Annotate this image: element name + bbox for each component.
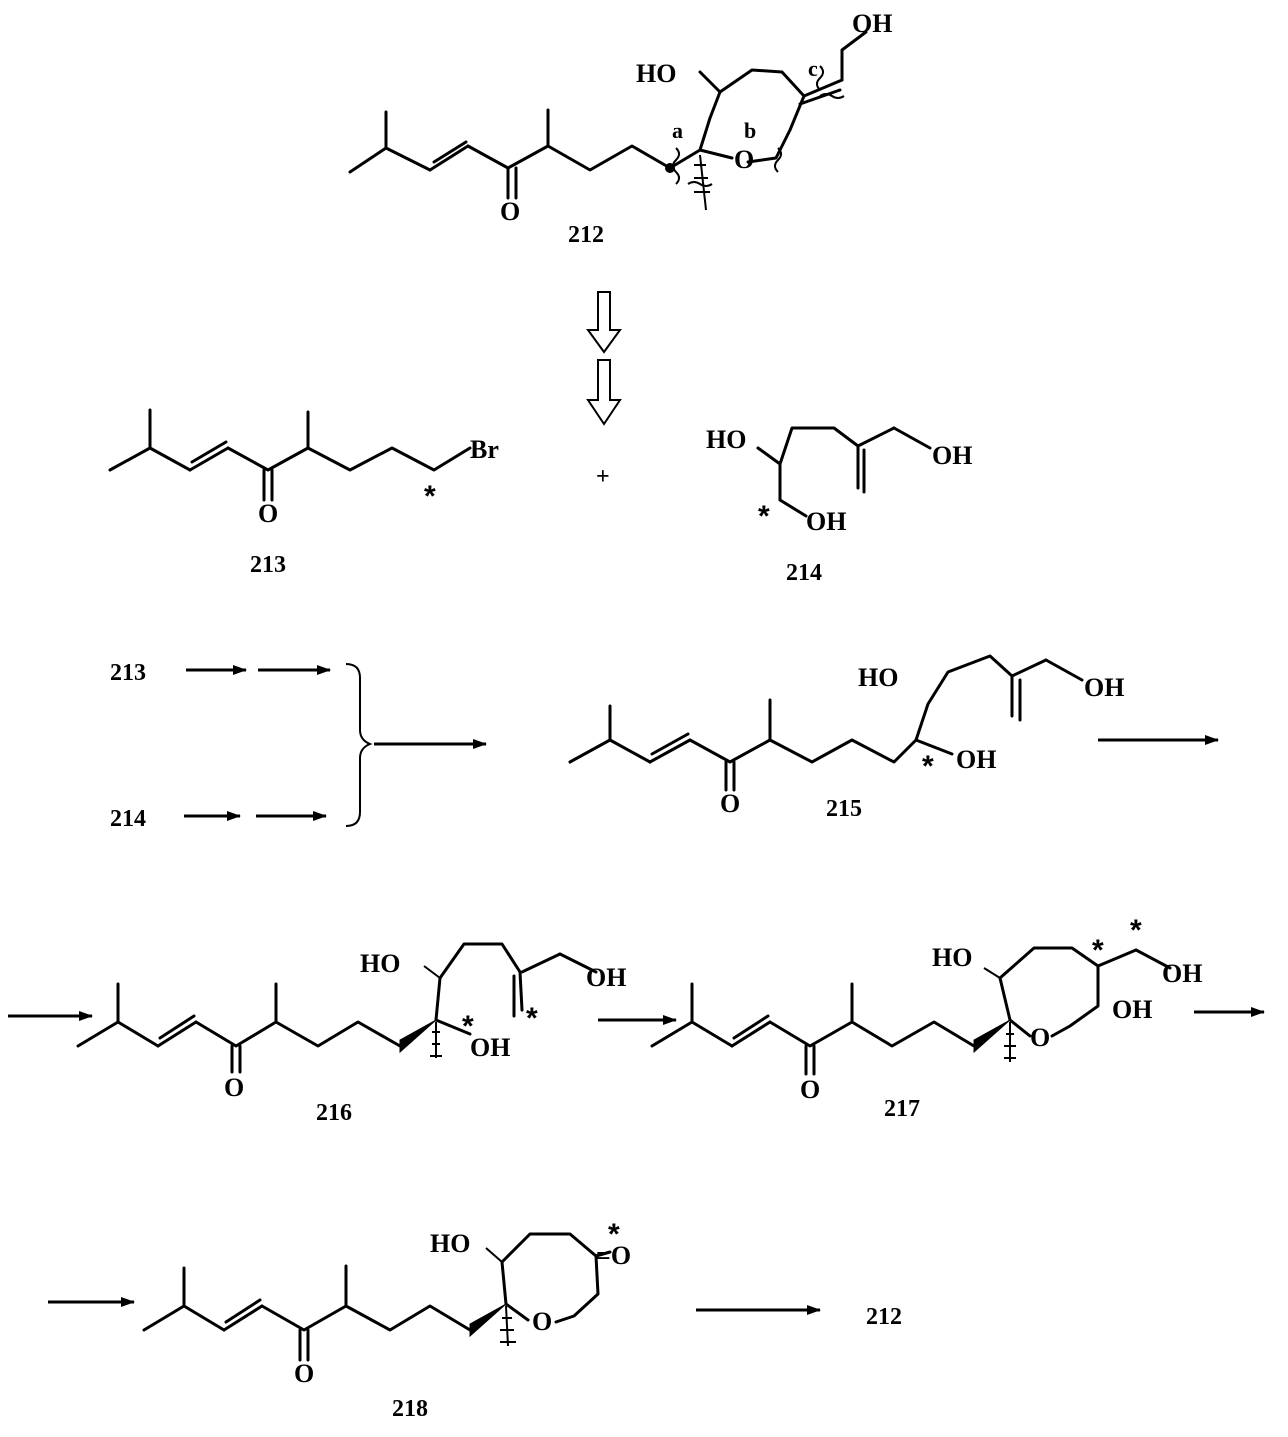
star-marker: * <box>1130 914 1142 947</box>
star-marker: * <box>462 1010 474 1043</box>
atom-oh-bottom: OH <box>956 745 996 774</box>
compound-label: 213 <box>250 552 286 578</box>
atom-ring-o: O <box>734 145 754 174</box>
compound-212: HO OH O O a b c 212 <box>348 9 892 248</box>
bond-mark-c: c <box>808 56 818 81</box>
bond-mark-a: a <box>672 118 683 143</box>
star-marker: * <box>608 1218 620 1251</box>
compound-217: HO OH OH O O * * 217 <box>650 914 1202 1122</box>
atom-ketone-o: O <box>224 1073 244 1102</box>
star-marker: * <box>526 1002 538 1035</box>
atom-br: Br <box>470 435 499 464</box>
compound-218: HO O O =O * 218 <box>142 1218 631 1422</box>
atom-ho: HO <box>430 1229 470 1258</box>
atom-ketone-o: O <box>500 197 520 226</box>
convergent-step: 213 214 <box>110 660 487 832</box>
step-label-214: 214 <box>110 806 146 832</box>
atom-ketone-o: O <box>720 789 740 818</box>
atom-ketone-o: O <box>258 499 278 528</box>
atom-oh-bottom: OH <box>470 1033 510 1062</box>
compound-213: Br O * 213 <box>108 408 499 578</box>
compound-label: 215 <box>826 796 862 822</box>
atom-oh: OH <box>852 9 892 38</box>
atom-ho: HO <box>360 949 400 978</box>
atom-oh-bottom: OH <box>806 507 846 536</box>
compound-214: HO OH OH * 214 <box>706 425 972 586</box>
final-product-label: 212 <box>866 1304 902 1330</box>
compound-label: 214 <box>786 560 822 586</box>
step-label-213: 213 <box>110 660 146 686</box>
atom-ketone-o: O <box>294 1359 314 1388</box>
compound-216: HO OH OH O * * 216 <box>76 942 626 1126</box>
atom-oh-right: OH <box>932 441 972 470</box>
retrosynthetic-arrows <box>586 291 622 426</box>
atom-ho: HO <box>932 943 972 972</box>
atom-oh-right: OH <box>586 963 626 992</box>
atom-ring-o: O <box>532 1307 552 1336</box>
atom-carbonyl-o: =O <box>596 1241 631 1270</box>
star-marker: * <box>1092 934 1104 967</box>
compound-label: 218 <box>392 1396 428 1422</box>
atom-ho: HO <box>706 425 746 454</box>
star-marker: * <box>424 480 436 513</box>
compound-label: 216 <box>316 1100 352 1126</box>
atom-ketone-o: O <box>800 1075 820 1104</box>
compound-label: 212 <box>568 222 604 248</box>
atom-ring-o: O <box>1030 1023 1050 1052</box>
compound-label: 217 <box>884 1096 920 1122</box>
atom-ho: HO <box>858 663 898 692</box>
star-marker: * <box>922 750 934 783</box>
bond-mark-b: b <box>744 118 756 143</box>
atom-oh-right: OH <box>1084 673 1124 702</box>
compound-215: HO OH OH O * 215 <box>568 654 1124 822</box>
plus-sign: + <box>596 464 610 490</box>
atom-oh-ring: OH <box>1112 995 1152 1024</box>
star-marker: * <box>758 500 770 533</box>
atom-oh-right: OH <box>1162 959 1202 988</box>
atom-ho: HO <box>636 59 676 88</box>
